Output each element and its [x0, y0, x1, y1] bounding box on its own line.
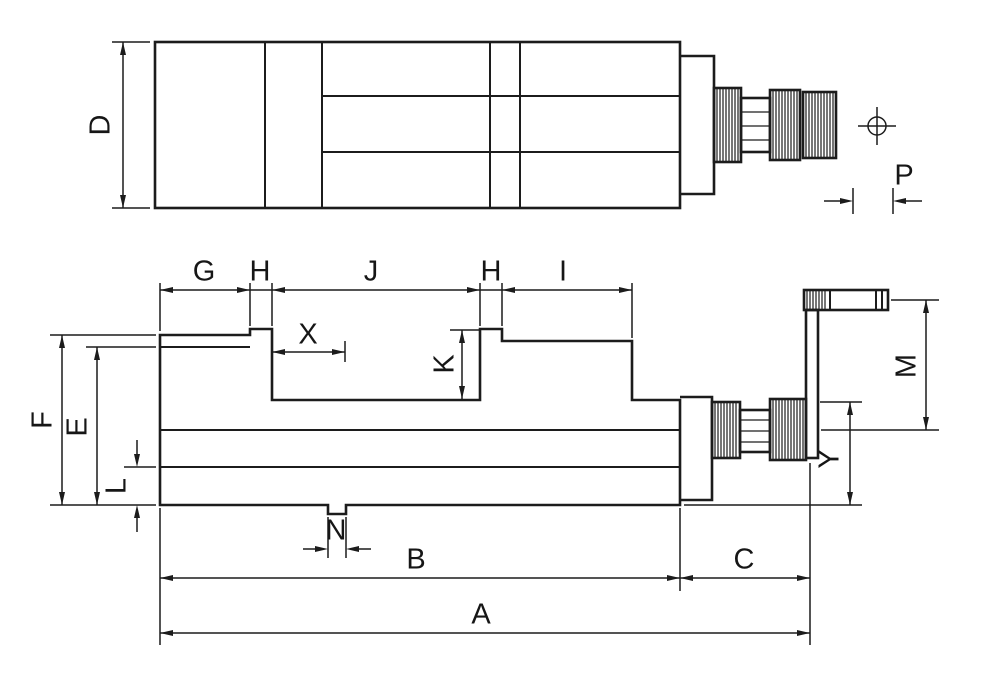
- front-view-body: [158, 327, 682, 516]
- knurl-ring-top-1: [712, 86, 743, 164]
- dim-label-h-left: H: [250, 256, 271, 288]
- screw-collar-top: [739, 96, 772, 154]
- dim-X: X: [272, 319, 346, 362]
- end-bracket-front: [680, 395, 714, 502]
- handle-grip-lines: [829, 290, 883, 310]
- knurl-hatch-top-1: [716, 89, 739, 161]
- dim-L: L: [101, 440, 156, 532]
- dim-label-j: J: [364, 256, 379, 288]
- dim-label-a: A: [471, 599, 491, 631]
- dim-label-k: K: [429, 354, 461, 374]
- dim-label-n: N: [326, 515, 347, 547]
- dim-label-y: Y: [814, 449, 846, 468]
- dim-label-f: F: [27, 411, 59, 429]
- dim-K: K: [429, 329, 479, 399]
- handle-thread-hatch: [806, 291, 826, 309]
- dim-Y: Y: [684, 401, 862, 506]
- dim-label-e: E: [62, 417, 94, 436]
- crank-arm: [804, 308, 820, 460]
- vise-body-front-outline: [158, 327, 682, 516]
- dim-label-l: L: [101, 478, 133, 494]
- dim-label-x: X: [298, 319, 317, 351]
- dim-P: P: [824, 160, 922, 214]
- dim-label-m: M: [891, 354, 923, 378]
- dim-D: D: [85, 41, 150, 209]
- crosshair-icon: [858, 107, 896, 145]
- collar-groove-lines-top: [741, 111, 769, 141]
- knurl-hatch-front-1: [714, 403, 737, 457]
- vise-body-top-outline: [153, 40, 682, 210]
- dim-label-d: D: [85, 115, 117, 136]
- dim-label-h-right: H: [481, 256, 502, 288]
- dim-label-g: G: [193, 256, 216, 288]
- dim-N: N: [303, 515, 371, 558]
- screw-assembly-front: [680, 395, 808, 502]
- screw-assembly-top: [680, 54, 838, 196]
- dim-label-p: P: [894, 160, 913, 192]
- knurl-ring-top-2: [768, 88, 802, 162]
- knurl-hatch-top-2: [772, 91, 798, 159]
- knurl-hatch-front-2: [772, 400, 804, 459]
- dim-chain-top: G H J H I: [159, 256, 633, 338]
- handle-bar: [802, 288, 890, 312]
- dim-F: F: [27, 334, 156, 506]
- knurl-ring-top-3: [801, 90, 838, 160]
- step-section-top: [680, 54, 716, 196]
- collar-groove-lines-front: [741, 419, 769, 443]
- dim-label-c: C: [734, 544, 755, 576]
- bed-way-lines: [160, 346, 680, 468]
- knurl-hatch-top-3: [805, 93, 834, 157]
- crank-handle: [802, 288, 890, 460]
- top-view-body: [153, 40, 682, 210]
- screw-channel-lines-top: [322, 95, 680, 153]
- hole-position-marker: [858, 107, 896, 145]
- dim-M: M: [821, 299, 939, 431]
- dim-label-i: I: [559, 256, 567, 288]
- dim-B-C-A: B C A: [159, 463, 811, 645]
- jaw-plate-lines-top: [264, 42, 521, 208]
- dim-label-b: B: [406, 544, 425, 576]
- dim-E: E: [62, 346, 156, 505]
